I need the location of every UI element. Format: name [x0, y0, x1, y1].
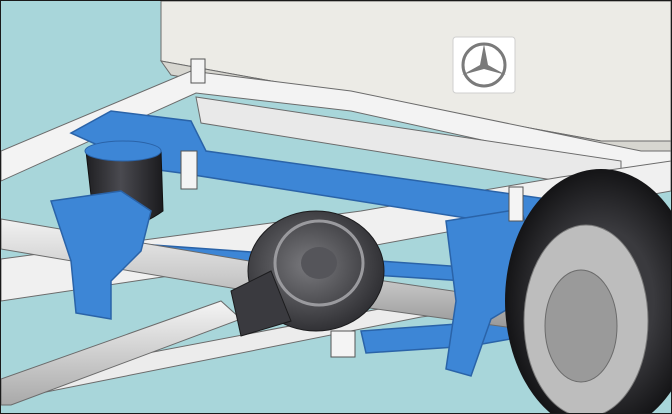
differential-housing — [230, 210, 385, 337]
three-pointed-star-icon — [452, 36, 516, 94]
spring-bracket-left — [50, 190, 152, 320]
rear-wheel — [505, 169, 671, 413]
bracket-mounts — [180, 58, 524, 358]
vehicle-body-underside — [159, 60, 671, 154]
drive-shaft — [1, 300, 242, 406]
spring-bracket-right — [445, 208, 532, 377]
